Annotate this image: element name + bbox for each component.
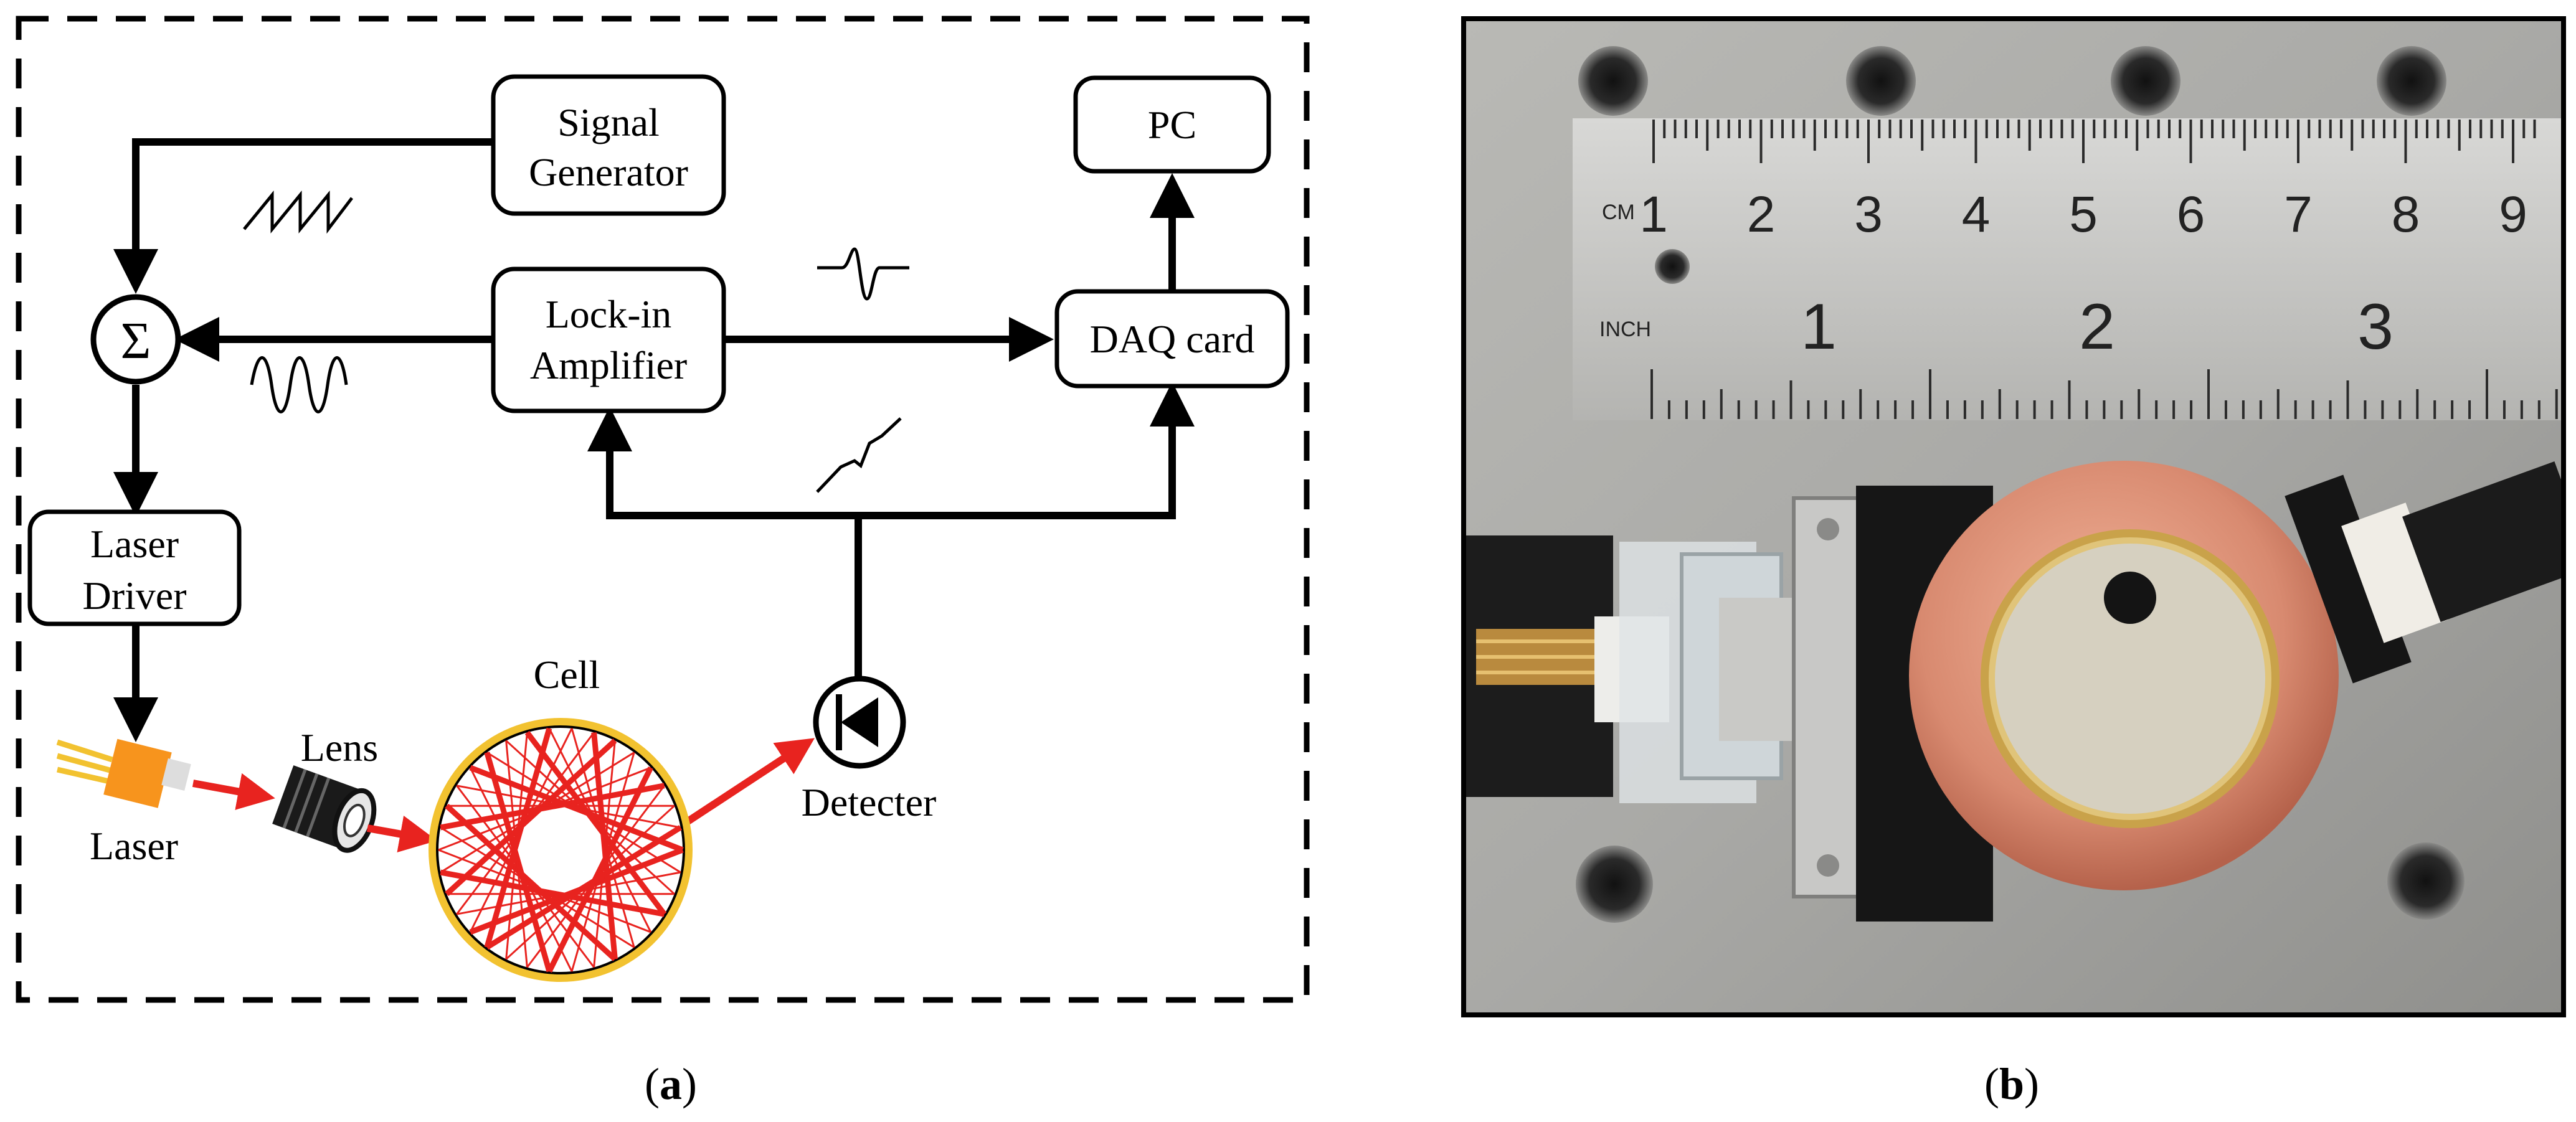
daq-card-block: DAQ card (1054, 289, 1290, 389)
panel-b-caption: (b) (1984, 1059, 2039, 1109)
signal-generator-label-2: Generator (529, 150, 688, 194)
sigma-icon: Σ (121, 312, 151, 370)
ruler-cm-label: CM (1602, 200, 1635, 224)
ruler-cm-number: 7 (2284, 186, 2313, 243)
laser-label: Laser (90, 824, 178, 868)
signal-generator-block: Signal Generator (491, 74, 726, 216)
beam-laser-to-lens (192, 773, 275, 810)
ruler-cm-number: 6 (2177, 186, 2205, 243)
laser-driver-label-1: Laser (90, 522, 179, 566)
ruler-cm-number: 3 (1854, 186, 1883, 243)
lock-in-label-2: Amplifier (530, 343, 687, 387)
photodetector-icon (813, 676, 906, 769)
cell-beam-pattern (438, 727, 684, 973)
ruler-inch-number: 1 (1801, 291, 1837, 363)
absorption-waveform-icon (816, 417, 902, 493)
pc-block: PC (1073, 75, 1271, 174)
lens-icon (272, 765, 377, 853)
sawtooth-waveform-icon (243, 190, 353, 234)
mounting-hole (1578, 46, 1648, 116)
ruler-inch-numbers: 1 2 3 (1801, 291, 2394, 363)
derivative-waveform-icon (817, 247, 909, 301)
cell-label: Cell (534, 653, 600, 697)
ruler-cm-number: 1 (1639, 186, 1668, 243)
multipass-cell (429, 718, 693, 982)
laser-driver-block: Laser Driver (27, 509, 242, 626)
lens-label: Lens (301, 725, 378, 770)
detector-connector (2285, 461, 2564, 684)
ruler-cm-numbers: 1 2 3 4 5 6 7 8 9 (1639, 186, 2527, 243)
ruler-inch-number: 2 (2079, 291, 2115, 363)
signal-generator-label-1: Signal (557, 100, 660, 144)
photo-frame (1461, 16, 2566, 1017)
multipass-cell-photo (1909, 461, 2339, 890)
dashed-frame (16, 16, 1310, 1003)
mounting-hole (1576, 846, 1653, 923)
lock-in-label-1: Lock-in (546, 292, 672, 336)
mounting-hole (2387, 842, 2465, 920)
cell-beam-path (485, 825, 683, 950)
beam-cell-to-detector (683, 738, 815, 827)
summing-junction: Σ (90, 294, 181, 385)
ruler-cm-number: 5 (2069, 186, 2098, 243)
ruler-cm-number: 8 (2392, 186, 2420, 243)
signal-wires (113, 138, 1195, 742)
mounting-hole (2377, 46, 2446, 116)
ruler-cm-number: 9 (2499, 186, 2527, 243)
mounting-hole (2111, 46, 2181, 116)
laser-mount-assembly (1464, 486, 1993, 922)
ruler-hanging-hole (1655, 249, 1690, 284)
cell-gas-port (2104, 572, 2156, 624)
mounting-hole (1846, 46, 1916, 116)
pc-label: PC (1148, 103, 1196, 147)
lock-in-amplifier-block: Lock-in Amplifier (491, 266, 726, 413)
laser-driver-label-2: Driver (82, 573, 186, 618)
daq-card-label: DAQ card (1090, 317, 1255, 361)
ruler-cm-number: 2 (1747, 186, 1776, 243)
detector-label: Detecter (802, 780, 937, 824)
ruler-inch-number: 3 (2357, 291, 2394, 363)
panel-a: Signal Generator PC Lock-in Amplifier DA… (16, 16, 1310, 1109)
panel-a-caption: (a) (645, 1059, 697, 1109)
beam-lens-to-cell (366, 815, 437, 853)
ruler-ticks (1650, 120, 2558, 419)
ruler-inch-label: INCH (1599, 318, 1651, 341)
sine-waveform-icon (250, 356, 348, 413)
laser-icon (56, 738, 191, 808)
ruler-cm-number: 4 (1962, 186, 1991, 243)
